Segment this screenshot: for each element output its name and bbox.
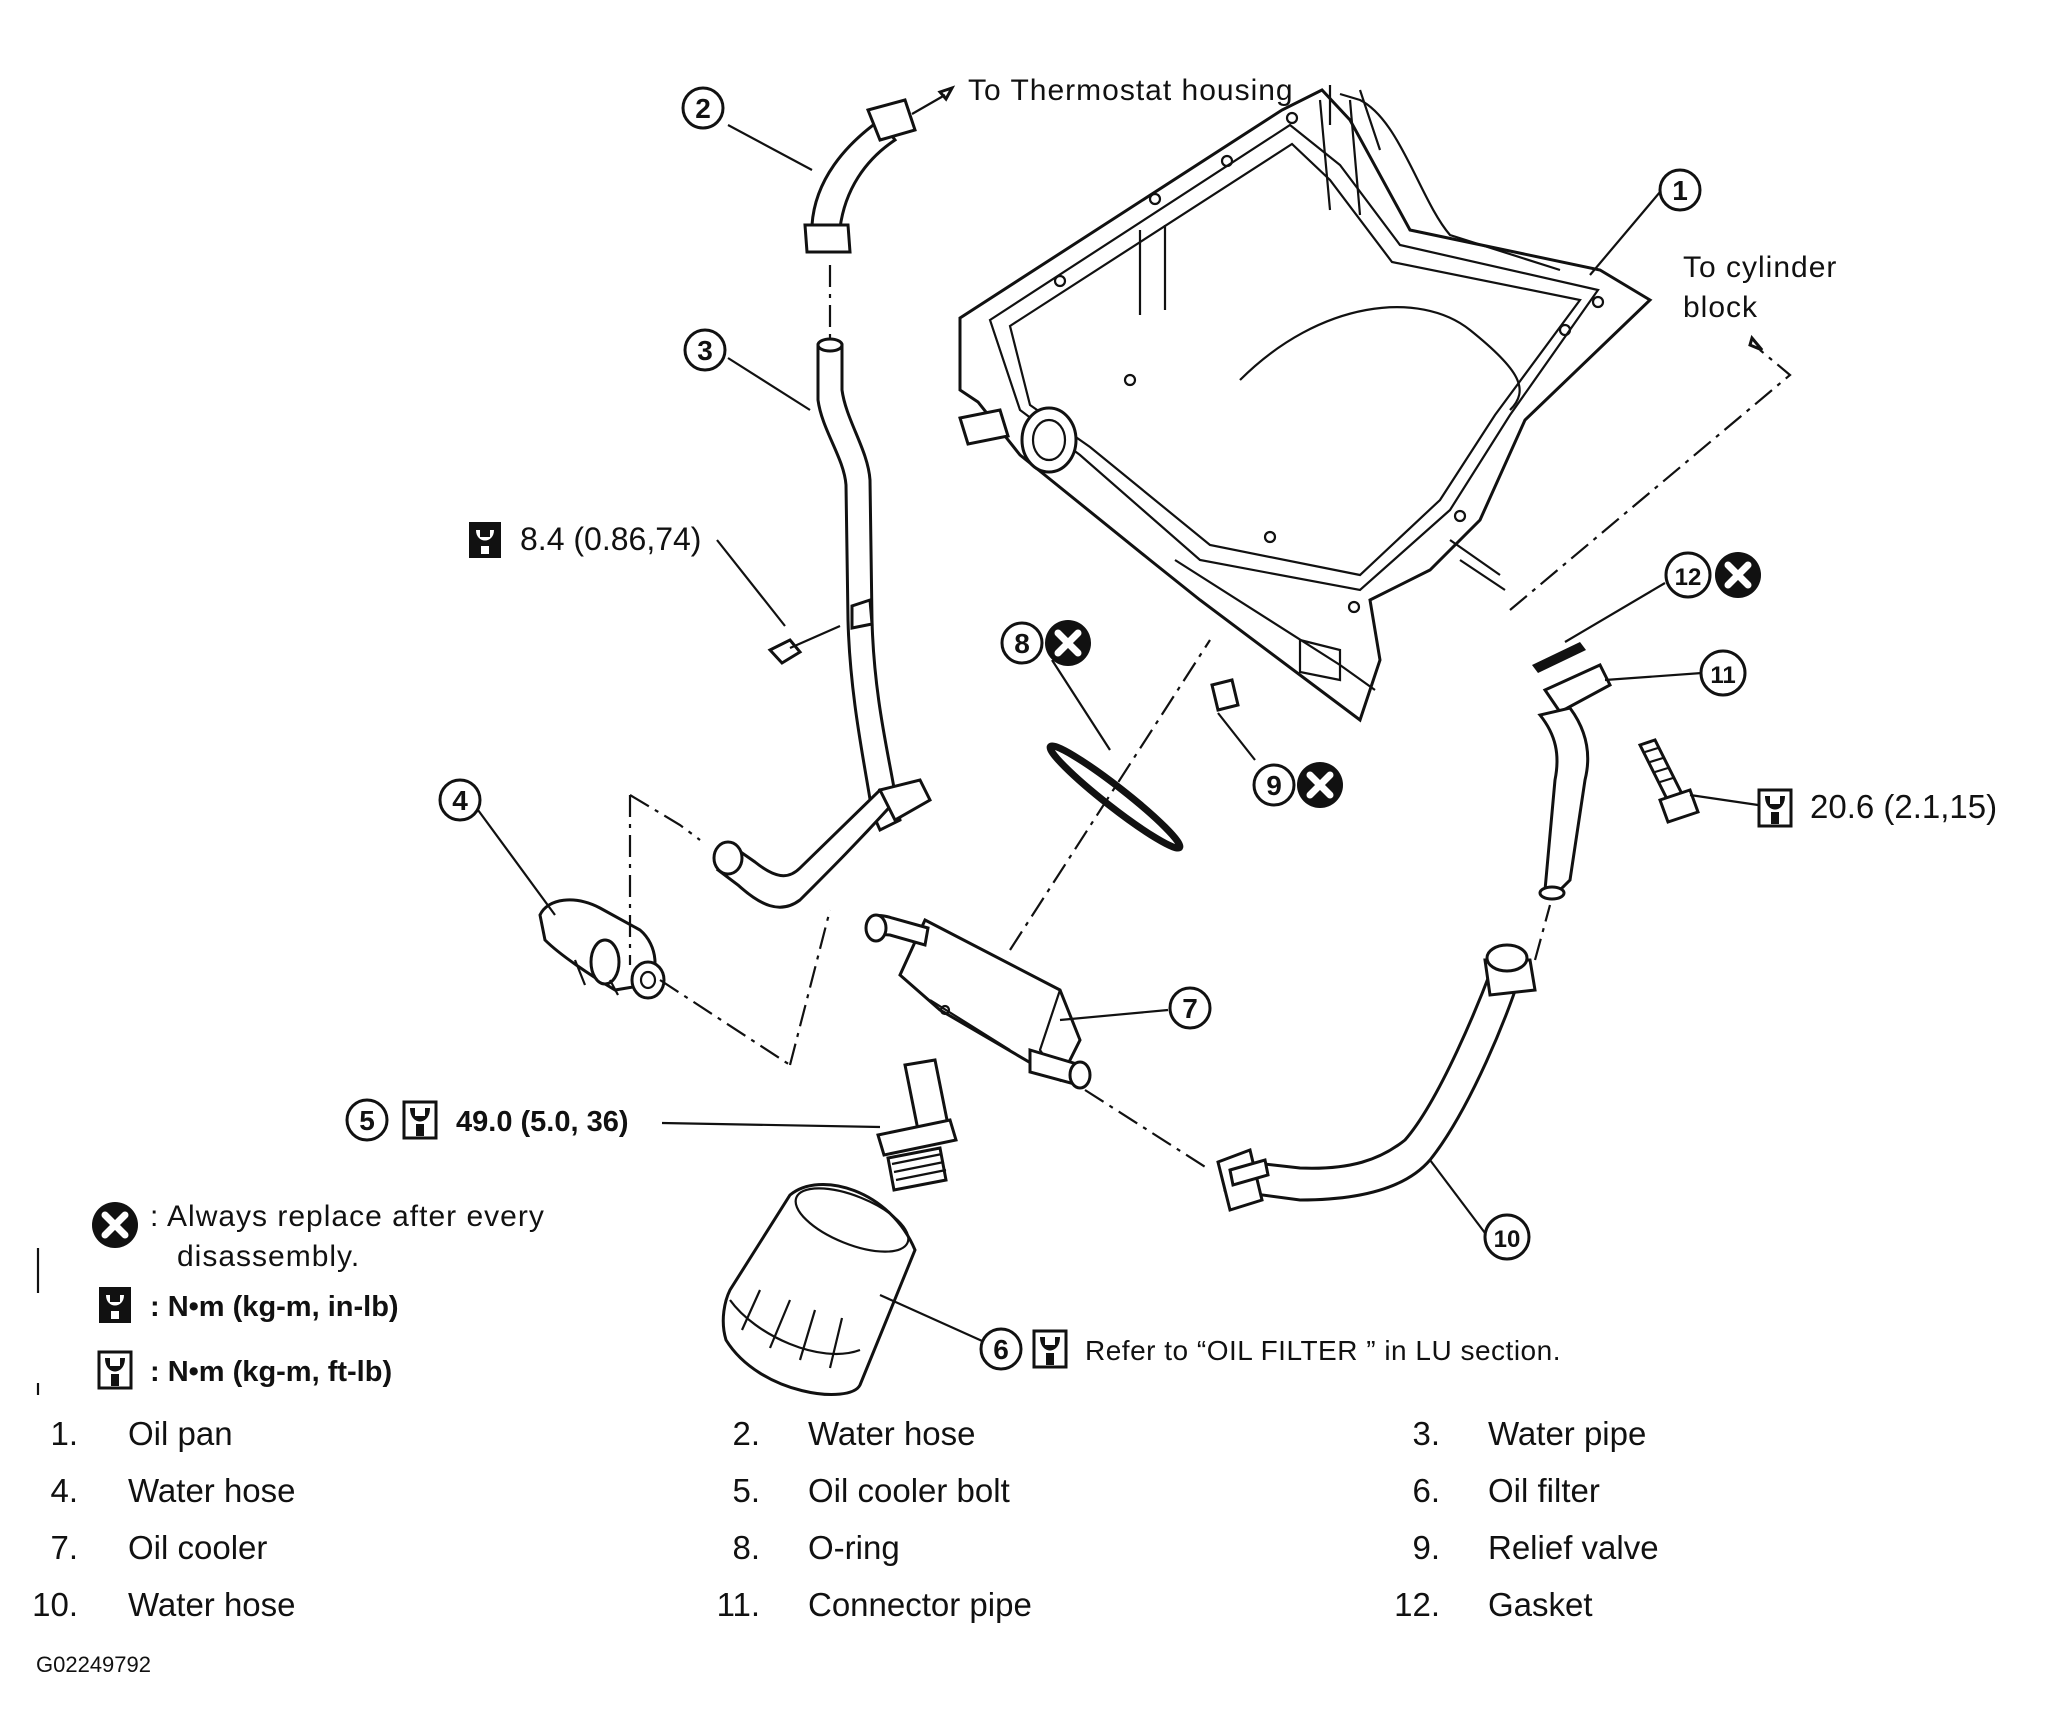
legend-torque-ftlb: : N•m (kg-m, ft-lb): [150, 1356, 392, 1388]
svg-text:10: 10: [1494, 1226, 1521, 1253]
torque-connector-pipe: 20.6 (2.1,15): [1810, 788, 1997, 825]
callout-6: 6: [979, 1327, 1023, 1371]
relief-valve: [1210, 678, 1240, 712]
svg-text:1: 1: [1672, 175, 1688, 206]
to-thermostat-label: To Thermostat housing: [968, 74, 1294, 107]
torque-wrench-outline-icon: [1032, 1329, 1068, 1369]
svg-text:11: 11: [1710, 662, 1735, 689]
x-circle-icon: [1715, 552, 1761, 598]
callout-3: 3: [683, 328, 727, 372]
to-cylinder-label-1: To cylinder: [1683, 251, 1837, 284]
torque-wrench-icon: [99, 1287, 131, 1323]
connector-pipe: [1537, 663, 1612, 901]
callout-11: 11: [1699, 649, 1747, 697]
oil-filter-reference: Refer to “OIL FILTER ” in LU section.: [1085, 1335, 1561, 1366]
callout-7: 7: [1168, 986, 1212, 1030]
svg-text:9: 9: [1266, 770, 1282, 801]
callout-1: 1: [1658, 168, 1702, 212]
o-ring: [1046, 742, 1184, 852]
legend-replace-text-1: : Always replace after every: [150, 1200, 545, 1233]
water-hose-small: [538, 898, 666, 1000]
water-pipe: [712, 337, 932, 909]
torque-wrench-outline-icon: [402, 1100, 438, 1140]
callout-9: 9: [1252, 763, 1296, 807]
legend-replace-text-2: disassembly.: [177, 1240, 360, 1273]
water-hose-lower: [1216, 943, 1537, 1212]
x-circle-icon: [92, 1202, 138, 1248]
callout-2: 2: [681, 86, 725, 130]
torque-wrench-outline-icon: [97, 1350, 133, 1390]
svg-text:4: 4: [452, 785, 468, 816]
x-circle-icon: [1297, 762, 1343, 808]
torque-water-pipe: 8.4 (0.86,74): [520, 521, 701, 557]
callout-8: 8: [1000, 621, 1044, 665]
torque-oil-cooler-bolt: 49.0 (5.0, 36): [456, 1106, 629, 1138]
svg-text:2: 2: [695, 93, 711, 124]
callout-10: 10: [1483, 1213, 1531, 1261]
assembly-centerlines: [628, 265, 1792, 1171]
x-circle-icon: [1045, 620, 1091, 666]
oil-cooler: [864, 913, 1092, 1090]
to-cylinder-label-2: block: [1683, 291, 1758, 324]
connector-bolt: [1637, 738, 1700, 824]
torque-wrench-icon: [469, 522, 501, 558]
callout-4: 4: [438, 778, 482, 822]
gasket: [1532, 642, 1586, 673]
oil-cooler-bolt: [876, 1058, 958, 1192]
legend-torque-inlb: : N•m (kg-m, in-lb): [150, 1291, 399, 1323]
figure-code: G02249792: [36, 1652, 151, 1677]
svg-text:6: 6: [993, 1334, 1009, 1365]
svg-text:5: 5: [359, 1105, 375, 1136]
callout-12: 12: [1664, 551, 1712, 599]
leader-lines: [477, 92, 1759, 1351]
oil-pan: [958, 85, 1653, 723]
svg-text:12: 12: [1675, 564, 1702, 591]
svg-text:7: 7: [1182, 993, 1198, 1024]
svg-text:8: 8: [1014, 628, 1030, 659]
svg-text:3: 3: [697, 335, 713, 366]
callout-5: 5: [345, 1098, 389, 1142]
water-hose-upper: [803, 85, 956, 254]
torque-wrench-outline-icon: [1757, 788, 1793, 828]
oil-filter: [721, 1182, 917, 1396]
